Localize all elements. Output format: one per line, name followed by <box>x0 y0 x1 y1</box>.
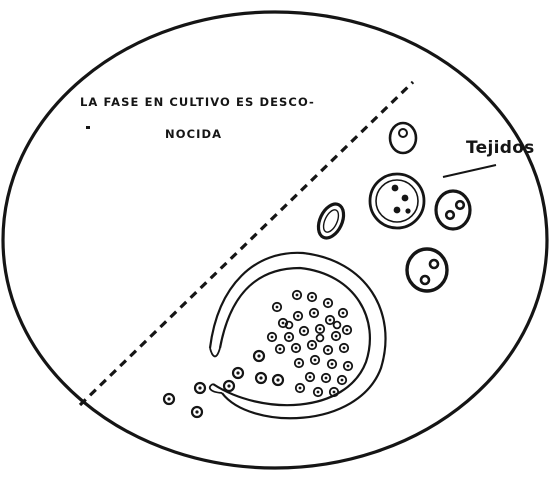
field-circle <box>1 10 549 470</box>
released-organism-nuclei <box>167 354 280 414</box>
tissue-cysts <box>316 121 472 293</box>
ink-speck <box>86 126 90 129</box>
large-cyst <box>368 172 426 230</box>
bradyzoite-nuclei <box>270 293 350 394</box>
released-organisms <box>162 349 285 419</box>
tissue-label: Tejidos <box>466 138 535 158</box>
small-cyst <box>388 121 418 155</box>
tissue-pointer-line <box>442 164 497 178</box>
binucleate-cyst-right <box>434 189 472 231</box>
divider-dashed-line <box>78 80 415 407</box>
caption-line-2: NOCIDA <box>165 127 222 141</box>
binucleate-cyst-lower <box>405 247 449 293</box>
empty-cyst <box>316 202 346 240</box>
pseudocyst-sac <box>208 251 387 420</box>
caption-line-1: LA FASE EN CULTIVO ES DESCO- <box>80 95 315 109</box>
bradyzoites <box>266 289 354 398</box>
